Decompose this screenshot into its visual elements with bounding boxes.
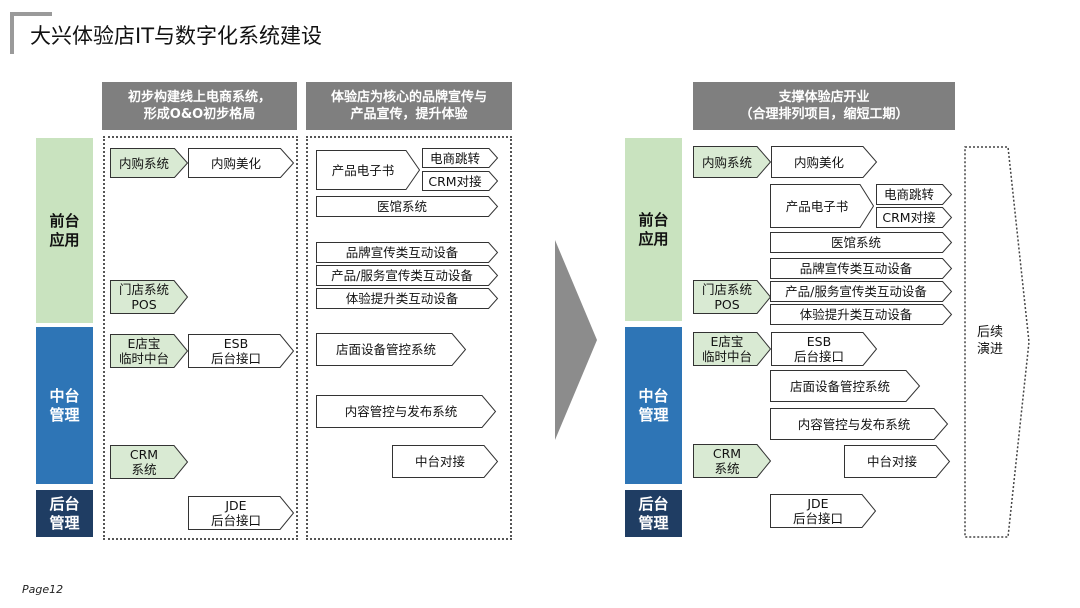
left-category-back: 后台 管理	[36, 490, 93, 537]
box-experience-device-right[interactable]: 体验提升类互动设备	[770, 304, 953, 325]
box-mid-dock-right[interactable]: 中台对接	[844, 445, 951, 478]
follow-up-arrow-icon	[964, 146, 1030, 538]
box-neigou-meihua-right[interactable]: 内购美化	[771, 146, 878, 178]
box-edianbao-right[interactable]: E店宝 临时中台	[693, 332, 772, 366]
arrow-shape	[316, 395, 497, 428]
box-yiguan-left[interactable]: 医馆系统	[316, 196, 499, 217]
arrow-shape	[770, 232, 953, 253]
arrow-shape	[770, 304, 953, 325]
arrow-shape	[316, 242, 499, 263]
box-mid-dock-left[interactable]: 中台对接	[392, 445, 499, 478]
left-header-col2: 体验店为核心的品牌宣传与 产品宣传，提升体验	[306, 82, 512, 130]
left-header-col1: 初步构建线上电商系统， 形成O&O初步格局	[102, 82, 297, 130]
right-header: 支撑体验店开业 （合理排列项目，缩短工期）	[693, 82, 955, 130]
left-category-front: 前台 应用	[36, 138, 93, 323]
arrow-shape	[422, 171, 499, 191]
arrow-shape	[110, 334, 189, 368]
box-ecom-jump-left[interactable]: 电商跳转	[422, 148, 499, 168]
page-number: Page12	[22, 583, 64, 596]
box-product-ebook-left[interactable]: 产品电子书	[316, 150, 421, 190]
box-mendian-pos-right[interactable]: 门店系统 POS	[693, 280, 772, 314]
arrow-shape	[110, 148, 189, 178]
left-dashed-container-col1	[103, 136, 298, 540]
box-ecom-jump-right[interactable]: 电商跳转	[876, 184, 953, 205]
arrow-shape	[316, 288, 499, 309]
arrow-shape	[770, 184, 875, 228]
arrow-shape	[188, 496, 295, 530]
box-neigou-right[interactable]: 内购系统	[693, 146, 772, 178]
box-edianbao-left[interactable]: E店宝 临时中台	[110, 334, 189, 368]
arrow-shape	[422, 148, 499, 168]
arrow-shape	[392, 445, 499, 478]
arrow-shape	[316, 196, 499, 217]
right-category-back: 后台 管理	[625, 490, 682, 537]
box-esb-right[interactable]: ESB 后台接口	[771, 332, 878, 366]
arrow-shape	[188, 148, 295, 178]
arrow-shape	[770, 370, 921, 402]
arrow-shape	[188, 334, 295, 368]
box-store-device-right[interactable]: 店面设备管控系统	[770, 370, 921, 402]
box-product-service-device-right[interactable]: 产品/服务宣传类互动设备	[770, 281, 953, 302]
box-yiguan-right[interactable]: 医馆系统	[770, 232, 953, 253]
box-brand-device-left[interactable]: 品牌宣传类互动设备	[316, 242, 499, 263]
box-jde-left[interactable]: JDE 后台接口	[188, 496, 295, 530]
arrow-shape	[770, 494, 877, 528]
title-bracket	[10, 12, 52, 54]
arrow-shape	[844, 445, 951, 478]
box-crm-sys-left[interactable]: CRM 系统	[110, 445, 189, 479]
box-store-device-left[interactable]: 店面设备管控系统	[316, 333, 467, 366]
arrow-shape	[770, 258, 953, 279]
arrow-shape	[316, 333, 467, 366]
box-brand-device-right[interactable]: 品牌宣传类互动设备	[770, 258, 953, 279]
box-content-system-right[interactable]: 内容管控与发布系统	[770, 408, 949, 440]
arrow-shape	[876, 184, 953, 205]
box-mendian-pos-left[interactable]: 门店系统 POS	[110, 280, 189, 314]
arrow-shape	[876, 207, 953, 228]
box-jde-right[interactable]: JDE 后台接口	[770, 494, 877, 528]
right-category-front: 前台 应用	[625, 138, 682, 321]
box-esb-left[interactable]: ESB 后台接口	[188, 334, 295, 368]
follow-up-label: 后续 演进	[976, 325, 1003, 357]
left-dashed-container-col2	[306, 136, 512, 540]
arrow-shape	[771, 332, 878, 366]
arrow-shape	[770, 281, 953, 302]
arrow-shape	[316, 265, 499, 286]
box-experience-device-left[interactable]: 体验提升类互动设备	[316, 288, 499, 309]
arrow-shape	[770, 408, 949, 440]
arrow-shape	[693, 280, 772, 314]
box-crm-sys-right[interactable]: CRM 系统	[693, 444, 772, 478]
transition-arrow-icon	[555, 240, 597, 440]
box-product-service-device-left[interactable]: 产品/服务宣传类互动设备	[316, 265, 499, 286]
box-crm-dock-right[interactable]: CRM对接	[876, 207, 953, 228]
box-neigou-meihua-left[interactable]: 内购美化	[188, 148, 295, 178]
page-title: 大兴体验店IT与数字化系统建设	[30, 24, 323, 48]
arrow-shape	[110, 280, 189, 314]
arrow-shape	[316, 150, 421, 190]
box-crm-dock-left[interactable]: CRM对接	[422, 171, 499, 191]
box-product-ebook-right[interactable]: 产品电子书	[770, 184, 875, 228]
box-content-system-left[interactable]: 内容管控与发布系统	[316, 395, 497, 428]
left-category-mid: 中台 管理	[36, 327, 93, 484]
arrow-shape	[110, 445, 189, 479]
arrow-shape	[771, 146, 878, 178]
arrow-shape	[693, 146, 772, 178]
arrow-shape	[693, 444, 772, 478]
right-category-mid: 中台 管理	[625, 327, 682, 484]
box-neigou-left[interactable]: 内购系统	[110, 148, 189, 178]
arrow-shape	[693, 332, 772, 366]
